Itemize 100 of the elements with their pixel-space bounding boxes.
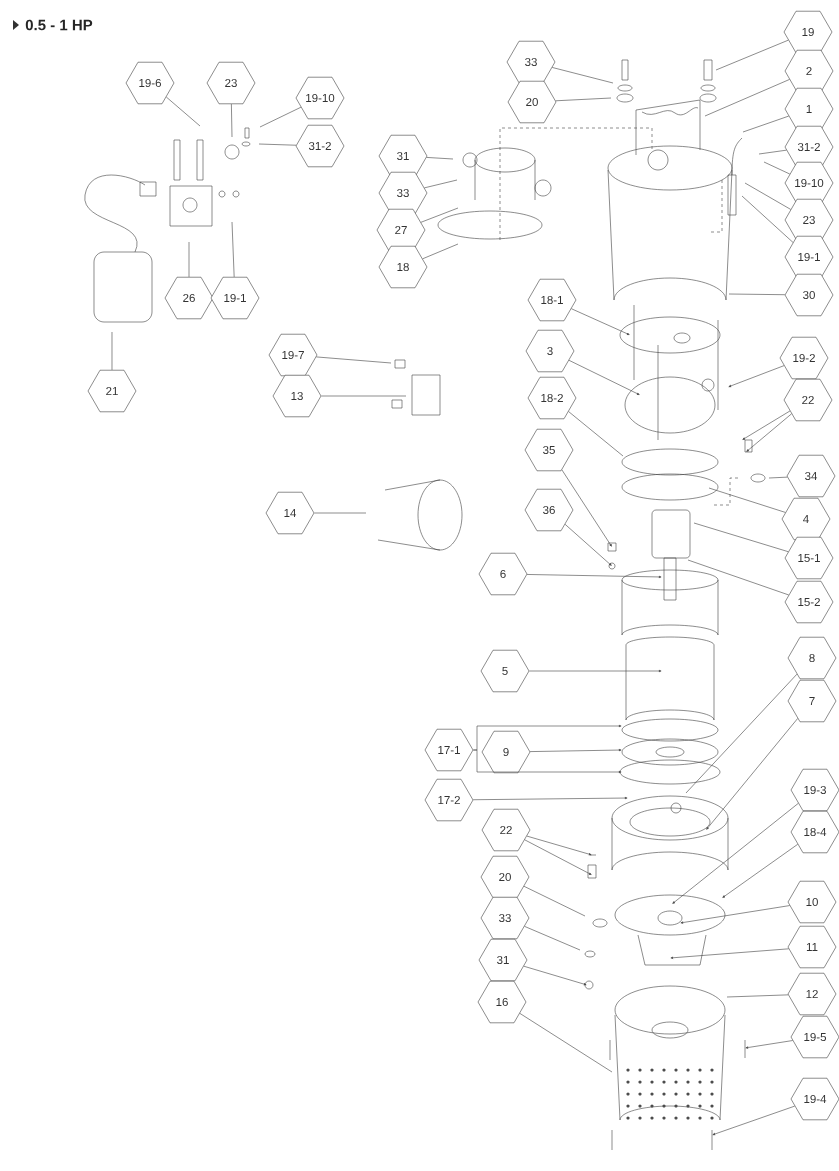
leader-line bbox=[744, 182, 792, 210]
callout-hexagon: 19-2 bbox=[779, 336, 829, 380]
callout-hexagon: 36 bbox=[524, 488, 574, 532]
callout-hexagon: 2 bbox=[784, 49, 834, 93]
callout-hexagon: 26 bbox=[164, 276, 214, 320]
leader-line bbox=[111, 331, 113, 371]
callout-hexagon: 31 bbox=[378, 134, 428, 178]
callout-hexagon: 19-3 bbox=[790, 768, 839, 812]
leader-line bbox=[519, 1013, 613, 1073]
leader-line bbox=[728, 293, 786, 295]
callout-hexagon: 17-1 bbox=[424, 728, 474, 772]
leader-line bbox=[188, 241, 190, 278]
leader-line bbox=[672, 803, 799, 904]
node-label: 19-10 bbox=[795, 178, 824, 188]
leader-line bbox=[722, 843, 799, 898]
callout-hexagon: 9 bbox=[481, 730, 531, 774]
callout-hexagon: 15-2 bbox=[784, 580, 834, 624]
title: 0.5 - 1 HP bbox=[25, 19, 93, 31]
leader-line bbox=[231, 221, 235, 278]
leader-line bbox=[524, 839, 592, 875]
callout-hexagon: 11 bbox=[787, 925, 837, 969]
node-label: 1 bbox=[806, 105, 812, 113]
callout-hexagon: 21 bbox=[87, 369, 137, 413]
callout-hexagon: 1 bbox=[784, 87, 834, 131]
leader-line bbox=[472, 796, 628, 801]
node-label: 23 bbox=[803, 215, 815, 225]
node-label: 18-4 bbox=[804, 827, 827, 837]
callout-hexagon: 31-2 bbox=[784, 125, 834, 169]
callout-hexagon: 20 bbox=[480, 855, 530, 899]
leader-line bbox=[741, 195, 794, 243]
callout-hexagon: 13 bbox=[272, 374, 322, 418]
leader-line bbox=[564, 524, 612, 566]
callout-hexagon: 33 bbox=[480, 896, 530, 940]
leader-line bbox=[745, 1040, 793, 1049]
leader-line bbox=[314, 512, 367, 514]
leader-line bbox=[526, 574, 662, 579]
leader-line bbox=[728, 365, 785, 387]
leader-line bbox=[568, 360, 640, 395]
callout-hexagon: 19-10 bbox=[784, 161, 834, 205]
leader-line bbox=[420, 207, 459, 223]
callout-hexagon: 3 bbox=[525, 329, 575, 373]
callout-hexagon: 18-1 bbox=[527, 278, 577, 322]
leader-line bbox=[715, 39, 789, 71]
node-label: 15-1 bbox=[798, 554, 820, 563]
callout-hexagon: 7 bbox=[787, 679, 837, 723]
leader-line bbox=[259, 106, 302, 128]
callout-hexagon: 6 bbox=[478, 552, 528, 596]
callout-hexagon: 4 bbox=[781, 497, 831, 541]
callout-hexagon: 18 bbox=[378, 245, 428, 289]
leader-line bbox=[704, 79, 790, 117]
callout-hexagon: 17-2 bbox=[424, 778, 474, 822]
leader-line bbox=[712, 1105, 796, 1136]
leader-line bbox=[763, 161, 791, 175]
leader-line bbox=[693, 522, 789, 552]
leader-line bbox=[561, 469, 612, 547]
node-label: 19-1 bbox=[798, 252, 820, 262]
leader-line bbox=[315, 356, 392, 364]
leader-line bbox=[680, 905, 790, 924]
leader-line bbox=[758, 149, 787, 155]
leader-line bbox=[708, 487, 786, 513]
leader-line bbox=[555, 97, 612, 102]
callout-hexagon: 18-2 bbox=[527, 376, 577, 420]
leader-line bbox=[523, 965, 587, 986]
callout-hexagon: 19-7 bbox=[268, 333, 318, 377]
callout-hexagon: 30 bbox=[784, 273, 834, 317]
callout-hexagon: 19-6 bbox=[125, 61, 175, 105]
callout-hexagon: 19-10 bbox=[295, 76, 345, 120]
leader-line bbox=[768, 476, 788, 479]
callout-hexagon: 18-4 bbox=[790, 810, 839, 854]
leader-line bbox=[726, 994, 789, 998]
callout-hexagon: 23 bbox=[206, 61, 256, 105]
leader-line bbox=[706, 718, 798, 830]
callout-hexagon: 8 bbox=[787, 636, 837, 680]
callout-hexagon: 31-2 bbox=[295, 124, 345, 168]
callout-hexagon: 16 bbox=[477, 980, 527, 1024]
leader-line bbox=[473, 724, 622, 751]
callout-hexagon: 35 bbox=[524, 428, 574, 472]
leader-line bbox=[526, 835, 592, 856]
callout-hexagon: 23 bbox=[784, 198, 834, 242]
callout-hexagon: 19-1 bbox=[210, 276, 260, 320]
leader-line bbox=[529, 748, 622, 752]
callout-hexagon: 19-5 bbox=[790, 1015, 839, 1059]
leader-line bbox=[321, 395, 407, 397]
leader-line bbox=[687, 559, 789, 596]
node-label: 22 bbox=[802, 395, 814, 405]
leader-line bbox=[422, 243, 459, 260]
callout-hexagon: 31 bbox=[478, 938, 528, 982]
leader-line bbox=[523, 886, 586, 917]
leader-line bbox=[551, 67, 614, 84]
node-label: 31-2 bbox=[797, 142, 820, 152]
callout-hexagon: 14 bbox=[265, 491, 315, 535]
leader-line bbox=[231, 103, 233, 138]
callout-hexagon: 19 bbox=[783, 10, 833, 54]
callout-hexagon: 33 bbox=[378, 171, 428, 215]
callout-hexagon: 34 bbox=[786, 454, 836, 498]
callout-hexagon: 20 bbox=[507, 80, 557, 124]
leader-line bbox=[529, 669, 662, 673]
callout-hexagon: 12 bbox=[787, 972, 837, 1016]
callout-hexagon: 22 bbox=[481, 808, 531, 852]
callout-hexagon: 33 bbox=[506, 40, 556, 84]
